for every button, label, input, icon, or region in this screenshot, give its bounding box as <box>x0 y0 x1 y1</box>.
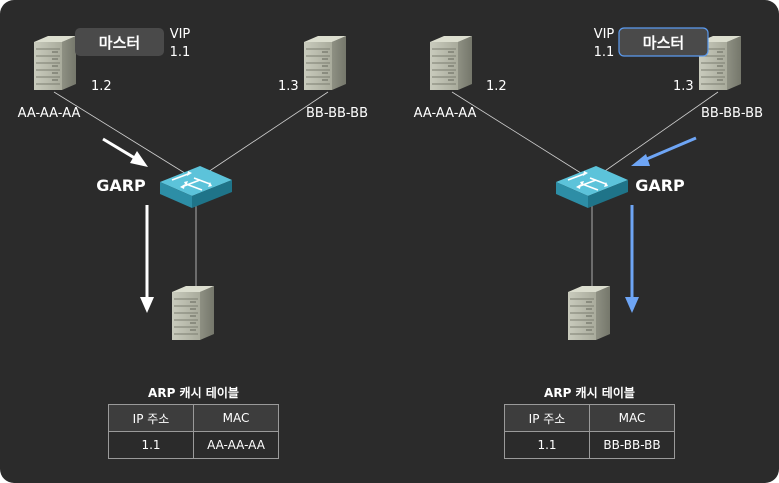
arp-table-title: ARP 캐시 테이블 <box>504 380 675 405</box>
server-a-mac: AA-AA-AA <box>18 106 81 121</box>
garp-label: GARP <box>635 176 685 195</box>
server-icon <box>171 285 215 341</box>
server-b-mac: BB-BB-BB <box>306 106 368 121</box>
arp-cell-ip: 1.1 <box>108 431 194 459</box>
arp-cache-table: ARP 캐시 테이블 IP 주소 MAC 1.1 BB-BB-BB <box>504 380 675 459</box>
server-a-ip: 1.2 <box>91 79 112 94</box>
arp-cell-mac: BB-BB-BB <box>589 431 675 459</box>
server-a-ip: 1.2 <box>486 79 507 94</box>
vip-label: VIP <box>594 27 615 42</box>
arp-header-ip: IP 주소 <box>108 404 194 432</box>
master-badge-label: 마스터 <box>643 34 684 52</box>
master-badge: 마스터 <box>618 27 709 57</box>
vip-label: VIP <box>170 27 191 42</box>
garp-arrow-down <box>140 205 154 313</box>
garp-arrow-in <box>102 137 148 167</box>
garp-label: GARP <box>96 176 146 195</box>
garp-arrow-down <box>625 205 639 313</box>
arp-header-mac: MAC <box>589 404 675 432</box>
server-icon <box>33 35 77 91</box>
network-switch-icon <box>159 165 233 209</box>
right-panel: 마스터 VIP 1.1 1.2 AA-AA-AA 1.3 BB-BB-BB GA… <box>414 27 763 341</box>
vip-value: 1.1 <box>594 45 615 60</box>
left-panel: 마스터 VIP 1.1 1.2 AA-AA-AA 1.3 BB-BB-BB GA… <box>18 27 368 341</box>
master-badge: 마스터 <box>75 28 164 56</box>
server-a-mac: AA-AA-AA <box>414 106 477 121</box>
master-badge-label: 마스터 <box>99 34 140 52</box>
arp-cell-ip: 1.1 <box>504 431 590 459</box>
network-links <box>53 91 329 290</box>
network-links <box>451 91 719 290</box>
garp-arrow-in <box>631 136 697 166</box>
table-row: 1.1 BB-BB-BB <box>504 431 675 459</box>
server-icon <box>567 285 611 341</box>
server-icon <box>303 35 347 91</box>
server-b-mac: BB-BB-BB <box>701 106 763 121</box>
arp-header-mac: MAC <box>193 404 279 432</box>
server-b-ip: 1.3 <box>278 79 299 94</box>
arp-cell-mac: AA-AA-AA <box>193 431 279 459</box>
vip-value: 1.1 <box>170 45 191 60</box>
arp-table-title: ARP 캐시 테이블 <box>108 380 279 405</box>
arp-header-ip: IP 주소 <box>504 404 590 432</box>
server-b-ip: 1.3 <box>673 79 694 94</box>
network-switch-icon <box>555 165 629 209</box>
server-icon <box>429 35 473 91</box>
arp-cache-table: ARP 캐시 테이블 IP 주소 MAC 1.1 AA-AA-AA <box>108 380 279 459</box>
table-row: 1.1 AA-AA-AA <box>108 431 279 459</box>
